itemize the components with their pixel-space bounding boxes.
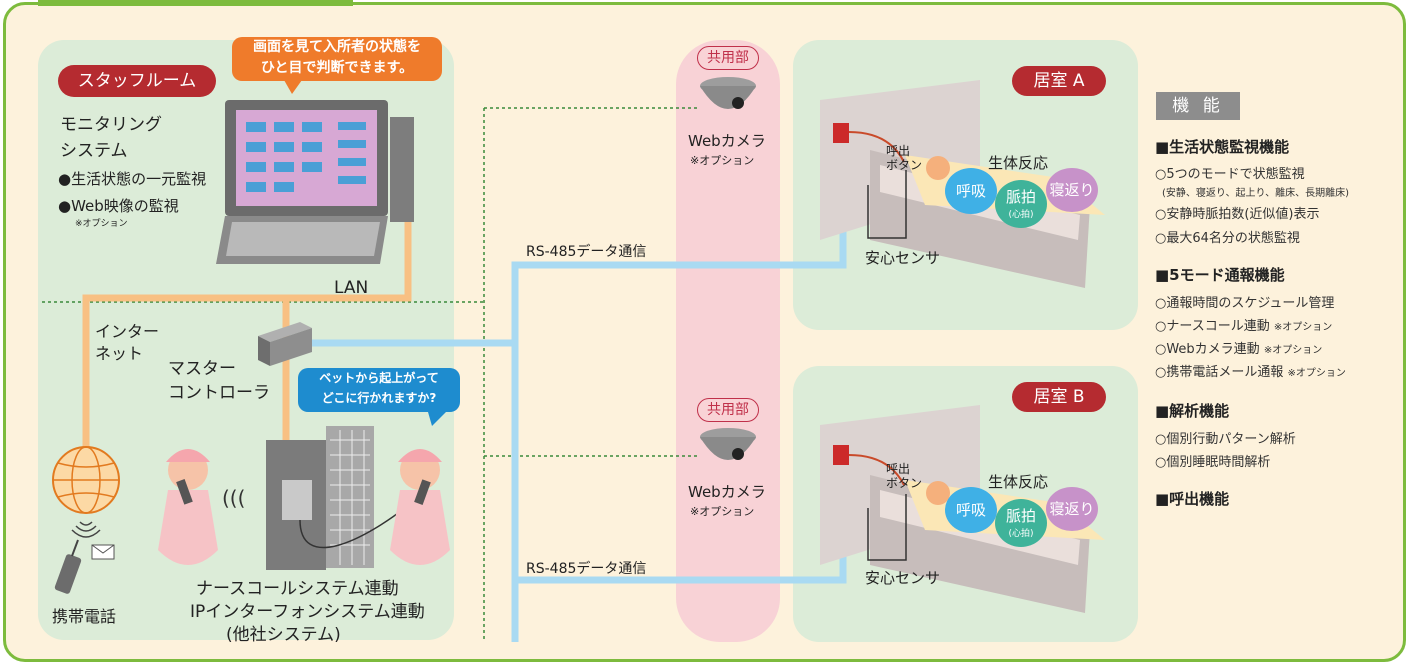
camera-label-top: Webカメラ — [688, 132, 766, 150]
system-line2: システム — [60, 141, 128, 161]
callout-top-tail — [284, 80, 302, 94]
feature-sec2-item2-text: ○ナースコール連動 — [1155, 319, 1270, 334]
staff-room-title: スタッフルーム — [58, 65, 216, 97]
webcam-icon-bottom — [700, 428, 756, 460]
feature-sec2-item4-note: ※オプション — [1287, 368, 1346, 379]
nurse-line1: ナースコールシステム連動 — [196, 579, 399, 599]
room-b-turn: 寝返り — [1046, 487, 1098, 531]
shared-area-label-top: 共用部 — [697, 46, 759, 70]
feature-sec3: ■解析機能 — [1155, 402, 1230, 420]
signal-wave-icon — [71, 521, 101, 538]
monitor-icon — [216, 100, 414, 264]
room-a-vital: 生体反応 — [988, 154, 1049, 172]
room-b-pulse-label: 脈拍 — [1005, 507, 1036, 525]
internet-line1: インター — [95, 322, 160, 341]
master-controller-icon — [258, 322, 312, 366]
room-b-call-line2: ボタン — [886, 476, 923, 490]
nurse-left-icon — [158, 449, 218, 565]
room-a-call-line1: 呼出 — [886, 144, 911, 158]
shared-area-label-bottom: 共用部 — [697, 398, 759, 422]
room-b-sensor: 安心センサ — [865, 569, 941, 587]
feature-sec3-item2: ○個別睡眠時間解析 — [1155, 455, 1271, 470]
room-a-sensor: 安心センサ — [865, 249, 941, 267]
webcam-icon-top — [700, 77, 756, 109]
feature-sec3-item1: ○個別行動パターン解析 — [1155, 432, 1296, 447]
bullet-web-video-note: ※オプション — [75, 219, 128, 229]
callout-top: 画面を見て入所者の状態を ひと目で判断できます。 — [232, 37, 442, 81]
room-a-pulse: 脈拍 (心拍) — [995, 180, 1047, 228]
room-a-pulse-label: 脈拍 — [1005, 188, 1036, 206]
master-line2: コントローラ — [168, 383, 270, 403]
camera-note-bottom: ※オプション — [690, 505, 755, 518]
shared-area-zone — [676, 40, 780, 642]
feature-sec1-item4: ○最大64名分の状態監視 — [1155, 231, 1300, 246]
rs485-label-bottom: RS-485データ通信 — [526, 561, 647, 577]
internet-globe-icon — [52, 446, 120, 514]
room-a-title: 居室 A — [1012, 66, 1106, 96]
intercom-panel-icon — [266, 426, 416, 570]
feature-sec1-item2: (安静、寝返り、起上り、離床、長期離床) — [1162, 188, 1350, 199]
nurse-line2: IPインターフォンシステム連動 — [190, 602, 425, 622]
feature-sec2: ■5モード通報機能 — [1155, 266, 1285, 284]
feature-sec2-item4-text: ○携帯電話メール通報 — [1155, 365, 1284, 380]
room-b-call-line1: 呼出 — [886, 462, 911, 476]
callout-top-line2: ひと目で判断できます。 — [260, 60, 414, 76]
phone-label: 携帯電話 — [52, 607, 117, 626]
camera-note-top: ※オプション — [690, 154, 755, 167]
rs485-label-top: RS-485データ通信 — [526, 244, 647, 260]
callout-top-line1: 画面を見て入所者の状態を — [253, 39, 421, 55]
callout-blue-line2: どこに行かれますか? — [321, 391, 437, 405]
room-b-title: 居室 B — [1012, 382, 1106, 412]
lan-line — [82, 222, 412, 460]
feature-sec2-item1: ○通報時間のスケジュール管理 — [1155, 296, 1335, 311]
feature-sec4: ■呼出機能 — [1155, 490, 1230, 508]
feature-sec2-item3: ○Webカメラ連動 ※オプション — [1155, 338, 1322, 357]
features-title: 機 能 — [1156, 92, 1240, 120]
feature-sec2-item3-note: ※オプション — [1263, 345, 1323, 356]
room-a-breath: 呼吸 — [945, 168, 997, 214]
master-line1: マスター — [168, 359, 236, 379]
room-b-pulse-sub: (心拍) — [1008, 529, 1034, 539]
room-a-call-line2: ボタン — [886, 158, 923, 172]
camera-label-bottom: Webカメラ — [688, 483, 766, 501]
feature-sec2-item2: ○ナースコール連動 ※オプション — [1155, 315, 1332, 334]
room-a-pulse-sub: (心拍) — [1008, 210, 1034, 220]
callout-blue-tail — [428, 412, 446, 426]
nurse-right-icon — [390, 449, 450, 565]
sound-wave-icon: ((( — [222, 486, 245, 510]
callout-blue-line1: ベットから起上がって — [319, 371, 439, 385]
mobile-phone-icon — [54, 539, 82, 594]
feature-sec1: ■生活状態監視機能 — [1155, 138, 1290, 156]
mail-icon — [91, 544, 115, 560]
feature-sec2-item3-text: ○Webカメラ連動 — [1155, 342, 1260, 357]
frame-tab — [38, 0, 353, 6]
room-b-breath: 呼吸 — [945, 487, 997, 533]
feature-sec2-item2-note: ※オプション — [1273, 322, 1333, 333]
internet-line2: ネット — [95, 344, 144, 363]
room-b-pulse: 脈拍 (心拍) — [995, 499, 1047, 547]
lan-label: LAN — [334, 278, 369, 298]
bullet-web-video: ●Web映像の監視 — [58, 197, 179, 215]
feature-sec1-item3: ○安静時脈拍数(近似値)表示 — [1155, 207, 1320, 222]
nurse-line3: (他社システム) — [226, 625, 341, 645]
room-a-turn: 寝返り — [1046, 168, 1098, 212]
feature-sec1-item1: ○5つのモードで状態監視 — [1155, 167, 1305, 182]
system-line1: モニタリング — [60, 115, 162, 135]
room-b-vital: 生体反応 — [988, 473, 1049, 491]
bullet-monitoring: ●生活状態の一元監視 — [58, 170, 207, 188]
callout-blue: ベットから起上がって どこに行かれますか? — [298, 368, 460, 412]
feature-sec2-item4: ○携帯電話メール通報 ※オプション — [1155, 361, 1346, 380]
